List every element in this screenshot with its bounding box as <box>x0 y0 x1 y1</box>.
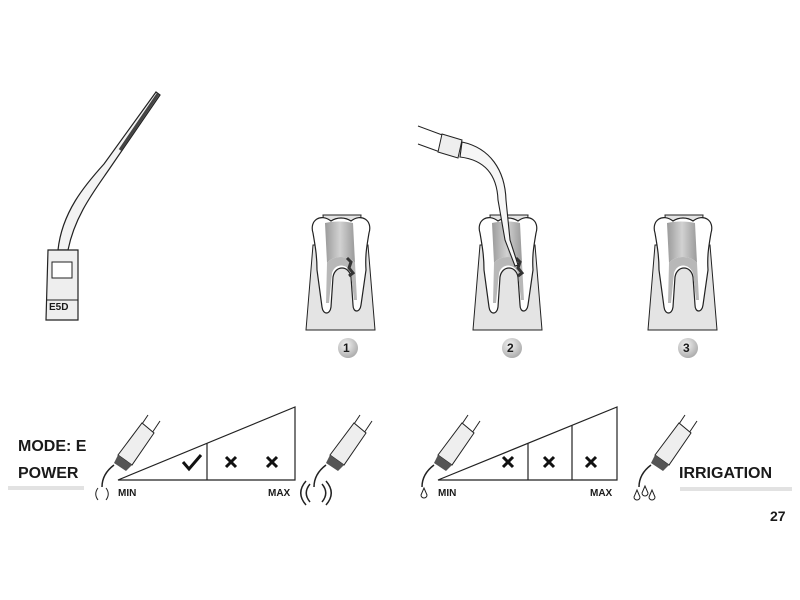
step-badge-1 <box>338 338 358 358</box>
irrigation-max-label: MAX <box>590 488 613 499</box>
step-number-3: 3 <box>683 341 690 355</box>
cross-icon <box>265 455 279 469</box>
low-vibration-icon <box>95 487 109 501</box>
check-icon <box>181 454 203 472</box>
handpiece-max-power-icon <box>313 414 373 488</box>
irrigation-level-marks <box>501 455 598 469</box>
handpiece-min-power-icon <box>101 414 161 488</box>
power-underline <box>8 486 84 490</box>
page-number: 27 <box>770 508 786 524</box>
power-level-marks <box>181 454 279 472</box>
cross-icon <box>501 455 515 469</box>
calcification-mark <box>345 256 356 278</box>
cross-icon <box>224 455 238 469</box>
power-title: POWER <box>18 465 79 482</box>
mode-label: MODE: E <box>18 438 87 455</box>
tooth-step-3 <box>647 214 718 331</box>
power-min-label: MIN <box>118 488 137 499</box>
cross-icon <box>584 455 598 469</box>
step-badge-2 <box>502 338 522 358</box>
tip-label: E5D <box>49 302 69 313</box>
irrigation-level-chart <box>437 406 618 481</box>
handpiece-min-irrigation-icon <box>421 414 481 488</box>
e5d-tip-illustration <box>45 91 161 321</box>
power-max-label: MAX <box>268 488 291 499</box>
step-badge-3 <box>678 338 698 358</box>
power-level-chart <box>117 406 296 481</box>
multiple-drops-icon <box>633 484 656 501</box>
irrigation-underline <box>680 487 792 491</box>
step-number-2: 2 <box>507 341 514 355</box>
irrigation-title: IRRIGATION <box>679 465 773 482</box>
cross-icon <box>542 455 556 469</box>
calcification-mark <box>514 256 525 278</box>
tooth-step-1 <box>305 214 376 331</box>
high-vibration-icon <box>300 480 332 506</box>
handpiece-in-canal <box>417 125 519 267</box>
irrigation-min-label: MIN <box>438 488 457 499</box>
step-number-1: 1 <box>343 341 350 355</box>
single-drop-icon <box>420 486 428 499</box>
